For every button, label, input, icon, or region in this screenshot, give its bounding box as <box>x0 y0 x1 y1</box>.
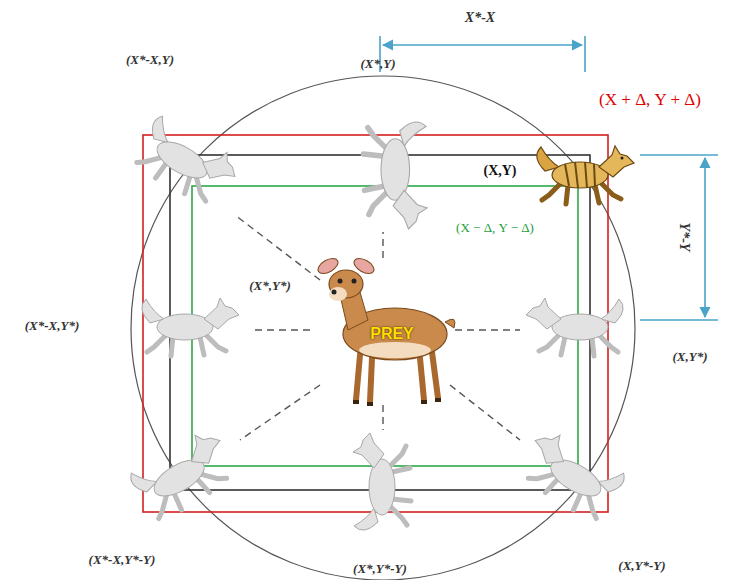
wolf-head <box>599 146 634 177</box>
dimension-lines <box>380 36 718 320</box>
prey-deer <box>315 255 454 406</box>
dimension-arrow <box>704 158 706 317</box>
dimension-label: X*-X <box>465 10 495 26</box>
wolf-icon <box>353 433 411 530</box>
wolf-stripes <box>565 162 595 188</box>
wolf-icon <box>142 298 239 356</box>
wolf-icon <box>130 113 243 212</box>
moving-wolf <box>537 146 634 204</box>
wolf-tail <box>537 147 559 171</box>
wolf-leg <box>595 185 599 203</box>
coordinate-label: (X,Y*-Y) <box>618 559 665 574</box>
dashed-guide <box>450 385 520 440</box>
dashed-guide <box>250 329 310 330</box>
dashed-guide <box>235 215 320 280</box>
dashed-guide <box>240 385 320 440</box>
coordinate-label: (X,Y*) <box>672 350 707 365</box>
deer-ear <box>351 255 376 276</box>
extension-line <box>640 154 718 156</box>
deer-eye <box>352 279 357 284</box>
prey-label: PREY <box>370 325 414 343</box>
coordinate-label: (X*,Y*) <box>249 279 291 294</box>
wolf-leg <box>566 185 568 204</box>
coordinate-label: (X − Δ, Y − Δ) <box>456 221 534 236</box>
wolf-icon <box>526 298 623 356</box>
dashed-guide <box>382 405 383 430</box>
extension-line <box>584 36 586 72</box>
wolf-icon <box>127 426 240 525</box>
middle-rectangle <box>170 155 590 490</box>
dimension-label: Y*-Y <box>676 223 692 252</box>
coordinate-label: (X*,Y) <box>360 57 395 72</box>
deer-nose <box>332 290 337 295</box>
search-circle <box>131 76 635 580</box>
deer-eye <box>338 279 343 284</box>
coordinate-label: (X + Δ, Y + Δ) <box>599 90 701 110</box>
coordinate-label: (X*-X,Y*) <box>25 319 80 334</box>
wolf-icon <box>363 122 427 229</box>
coordinate-label: (X,Y) <box>483 163 516 179</box>
dimension-arrow <box>383 44 582 46</box>
dashed-guide <box>382 232 383 258</box>
coordinate-label: (X*,Y*-Y) <box>350 562 410 577</box>
wolf-leg <box>601 183 621 199</box>
deer-ear <box>315 255 340 276</box>
wolf-icon <box>515 426 628 525</box>
wolf-eye <box>621 157 624 160</box>
dashed-guide <box>455 329 520 330</box>
deer-tail <box>445 319 455 328</box>
deer-hooves <box>356 398 438 406</box>
inner-rectangle <box>192 186 578 466</box>
coordinate-label: (X*-X,Y*-Y) <box>89 553 156 568</box>
deer-muzzle <box>329 287 347 301</box>
dashed-guides <box>235 215 520 440</box>
coordinate-label: (X*-X,Y) <box>126 53 174 68</box>
deer-belly <box>359 342 431 358</box>
extension-line <box>640 319 718 321</box>
wolf-leg <box>542 183 561 200</box>
